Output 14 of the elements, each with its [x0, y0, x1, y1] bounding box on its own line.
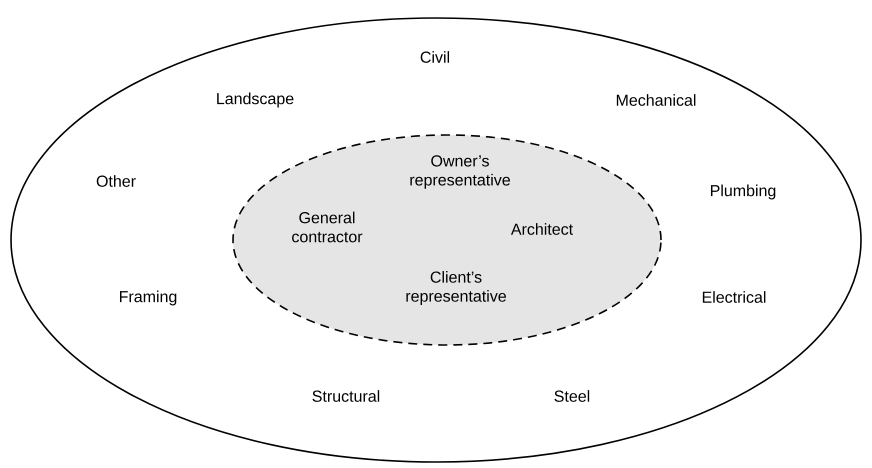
ellipse-label: Plumbing	[710, 184, 776, 200]
ellipse-label: Civil	[420, 51, 450, 63]
ellipse-label: Mechanical	[616, 94, 696, 106]
ellipse-label: Owner’s representative	[410, 155, 510, 189]
ellipse-label: Client’s representative	[406, 271, 506, 305]
ellipse-label: Framing	[120, 290, 176, 306]
ellipse-label: Steel	[554, 390, 590, 402]
ellipse-label: Structural	[312, 390, 380, 402]
inner-ellipse	[232, 134, 662, 346]
ellipse-label: Landscape	[217, 92, 294, 108]
ellipse-label: Other	[96, 175, 136, 187]
ellipse-label: Architect	[510, 223, 573, 235]
ellipse-label: General contractor	[292, 212, 362, 242]
ellipse-label: Electrical	[702, 291, 766, 303]
